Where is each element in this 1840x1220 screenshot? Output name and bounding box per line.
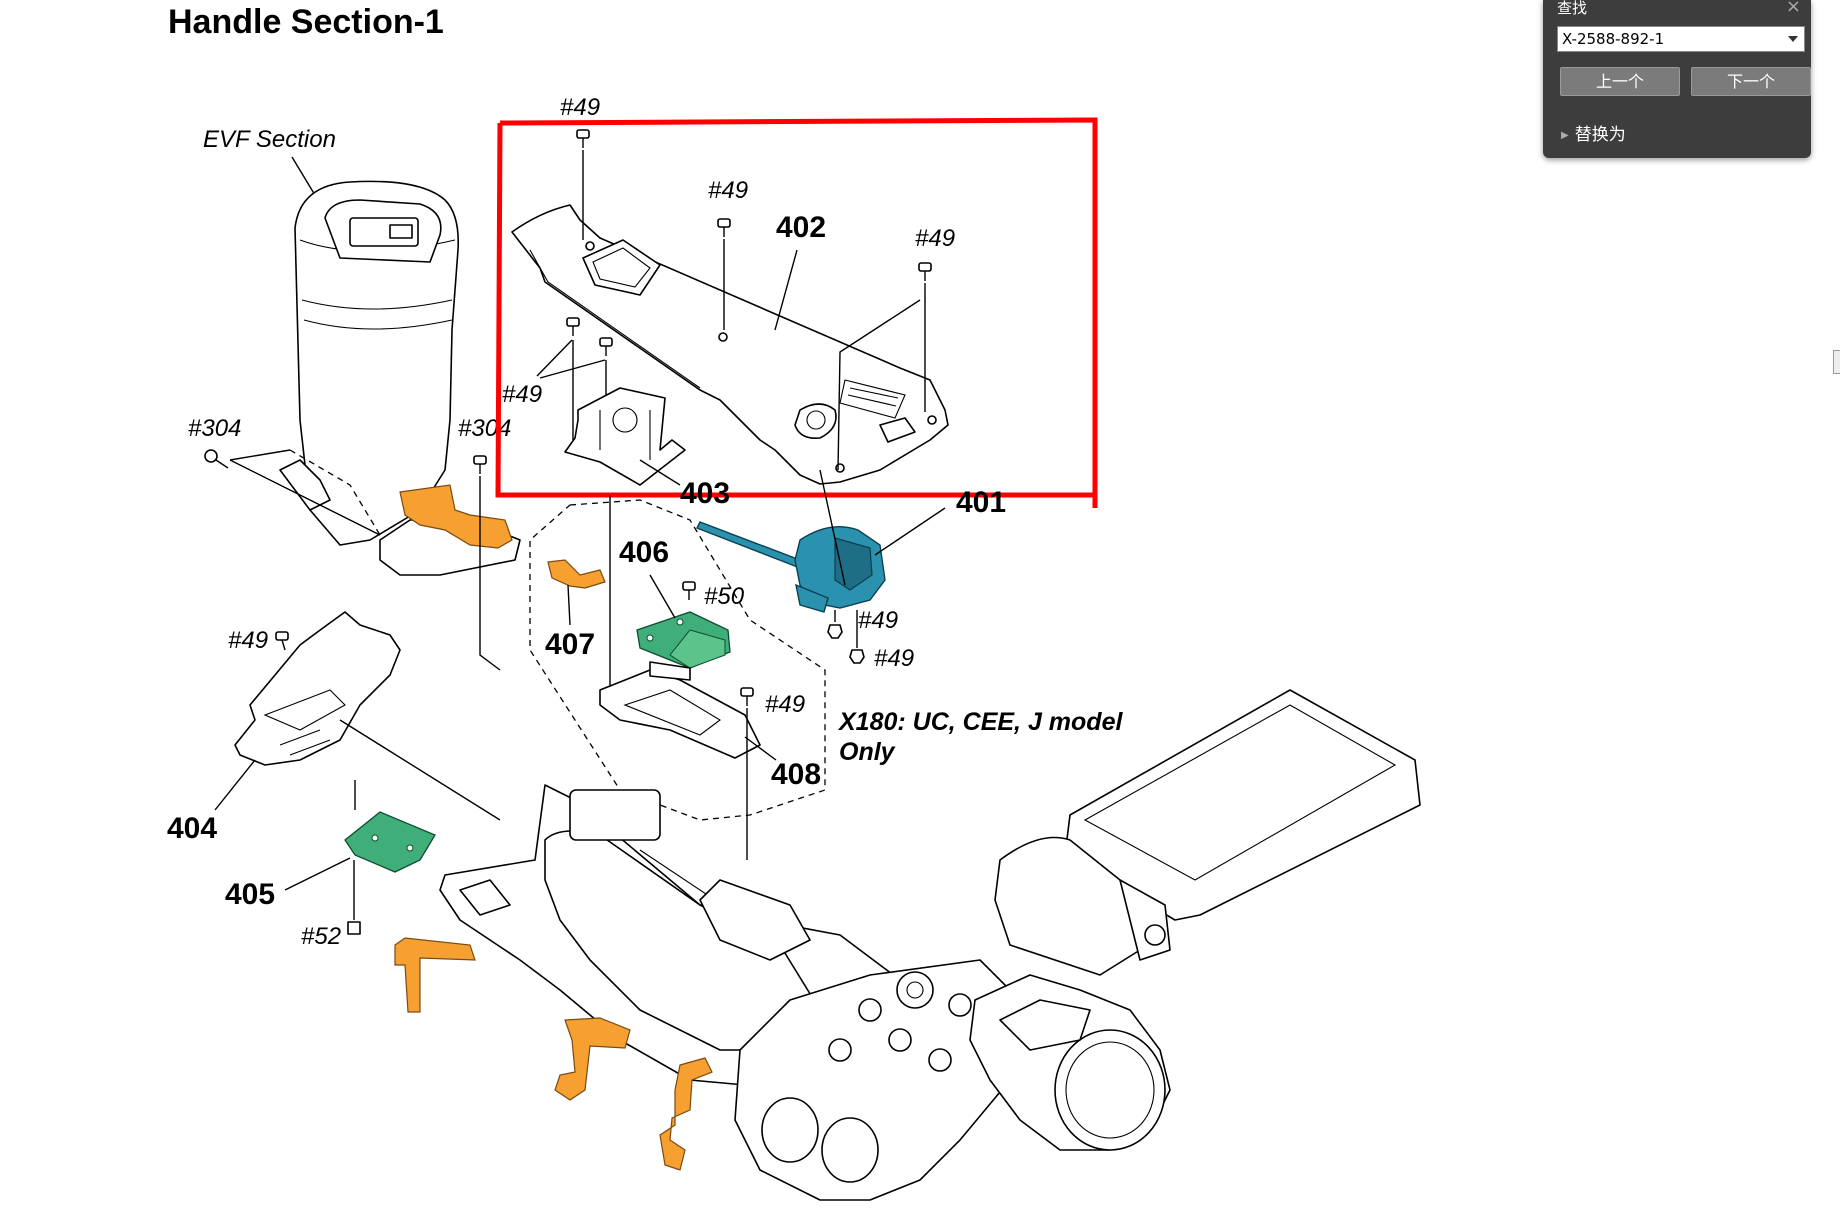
part-405-pcb xyxy=(344,811,436,873)
front-control-unit xyxy=(734,959,1011,1201)
part-406-pcb xyxy=(636,611,731,669)
screw-49-label-404: #49 xyxy=(228,627,268,654)
screw-49-label-mid: #49 xyxy=(708,177,748,204)
close-icon[interactable]: × xyxy=(1785,0,1801,17)
screw-icon xyxy=(347,921,361,935)
part-405-label: 405 xyxy=(225,878,275,911)
screw-304-label-left: #304 xyxy=(188,415,241,442)
model-note-line1: X180: UC, CEE, J model xyxy=(837,708,1123,736)
screw-icon xyxy=(827,624,843,639)
screw-50-label: #50 xyxy=(704,583,745,610)
find-next-button[interactable]: 下一个 xyxy=(1691,67,1811,96)
part-402-label: 402 xyxy=(776,211,826,244)
find-previous-button[interactable]: 上一个 xyxy=(1560,67,1680,96)
find-panel: 查找 × X-2588-892-1 上一个 下一个 ▶ 替换为 xyxy=(1543,0,1811,158)
part-403-bracket xyxy=(564,387,686,486)
microphone-unit xyxy=(969,974,1171,1151)
part-404-housing xyxy=(234,611,401,766)
replace-label: 替换为 xyxy=(1574,125,1626,145)
part-407-flex xyxy=(547,559,606,589)
lcd-monitor xyxy=(994,689,1421,976)
chevron-right-icon: ▶ xyxy=(1561,130,1569,141)
screw-icon xyxy=(849,649,865,664)
evf-viewfinder xyxy=(279,180,521,576)
part-401-label: 401 xyxy=(956,486,1006,519)
part-406-label: 406 xyxy=(619,536,669,569)
screw-49-label-right: #49 xyxy=(915,225,955,252)
part-408-label: 408 xyxy=(771,758,821,791)
find-search-input[interactable]: X-2588-892-1 xyxy=(1557,26,1805,52)
part-404-label: 404 xyxy=(167,812,217,845)
page-title: Handle Section-1 xyxy=(168,3,444,41)
screw-icon xyxy=(717,218,731,237)
screw-icon xyxy=(599,337,613,356)
screw-icon xyxy=(740,687,754,706)
flex-cable-left xyxy=(394,937,476,1013)
screw-icon xyxy=(473,455,487,474)
evf-section-label: EVF Section xyxy=(203,126,336,153)
flex-cable-right xyxy=(659,1057,713,1171)
highlight-rectangle xyxy=(495,117,1098,508)
screw-icon xyxy=(918,262,932,281)
screw-icon xyxy=(204,449,229,469)
screw-icon xyxy=(682,581,696,600)
screw-49-label-408: #49 xyxy=(765,691,805,718)
part-408-bracket xyxy=(599,661,761,759)
part-407-label: 407 xyxy=(545,628,595,661)
screw-52-label: #52 xyxy=(301,923,341,950)
scrollbar-marker[interactable] xyxy=(1833,350,1840,374)
screw-49-label-401b: #49 xyxy=(874,645,914,672)
find-panel-title: 查找 xyxy=(1557,0,1588,17)
model-note-line2: Only xyxy=(839,738,896,766)
screw-icon xyxy=(576,129,590,148)
replace-toggle[interactable]: ▶ 替换为 xyxy=(1561,120,1626,145)
part-403-label: 403 xyxy=(680,477,730,510)
screw-icon xyxy=(275,631,289,651)
screw-49-label-top: #49 xyxy=(560,94,600,121)
chevron-down-icon[interactable] xyxy=(1788,36,1798,42)
screw-304-label-right: #304 xyxy=(458,415,511,442)
part-401-assembly xyxy=(696,521,886,613)
screw-49-label-401a: #49 xyxy=(858,607,898,634)
screw-49-label-403: #49 xyxy=(502,381,542,408)
screw-icon xyxy=(566,317,580,336)
flex-cable-center xyxy=(554,1017,631,1101)
